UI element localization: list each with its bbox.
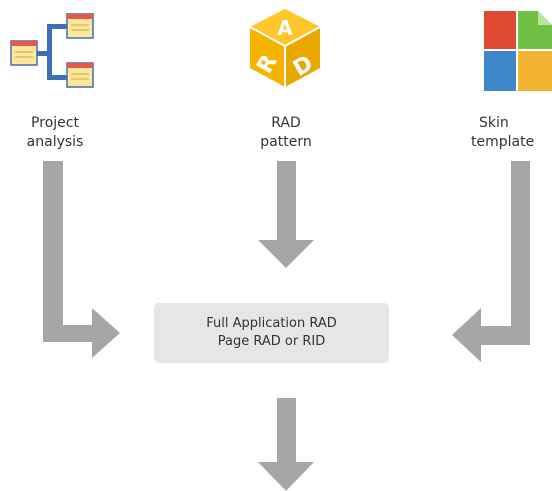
project-analysis-line2: analysis <box>26 134 84 150</box>
rad-pattern-line1: RAD <box>271 115 301 131</box>
rad-cube-icon: A R D <box>249 9 321 87</box>
project-analysis-line1: Project <box>31 115 79 131</box>
svg-text:A: A <box>277 16 293 40</box>
arrow-project-to-box <box>43 161 120 358</box>
skin-template-line2: template <box>471 134 535 150</box>
skin-template-label: Skin template <box>462 114 552 152</box>
skin-template-line1: Skin <box>479 115 509 131</box>
arrow-rad-to-box <box>258 161 314 268</box>
rad-pattern-line2: pattern <box>260 134 312 150</box>
arrow-box-down <box>258 398 314 491</box>
tree-diagram-icon <box>10 13 94 88</box>
center-box-line2: Page RAD or RID <box>217 334 326 349</box>
arrow-skin-to-box <box>452 161 530 362</box>
rad-pattern-label: RAD pattern <box>231 114 341 152</box>
color-tiles-icon <box>484 11 552 91</box>
full-application-box: Full Application RAD Page RAD or RID <box>154 303 389 363</box>
project-analysis-label: Project analysis <box>0 114 110 152</box>
center-box-line1: Full Application RAD <box>206 316 337 331</box>
